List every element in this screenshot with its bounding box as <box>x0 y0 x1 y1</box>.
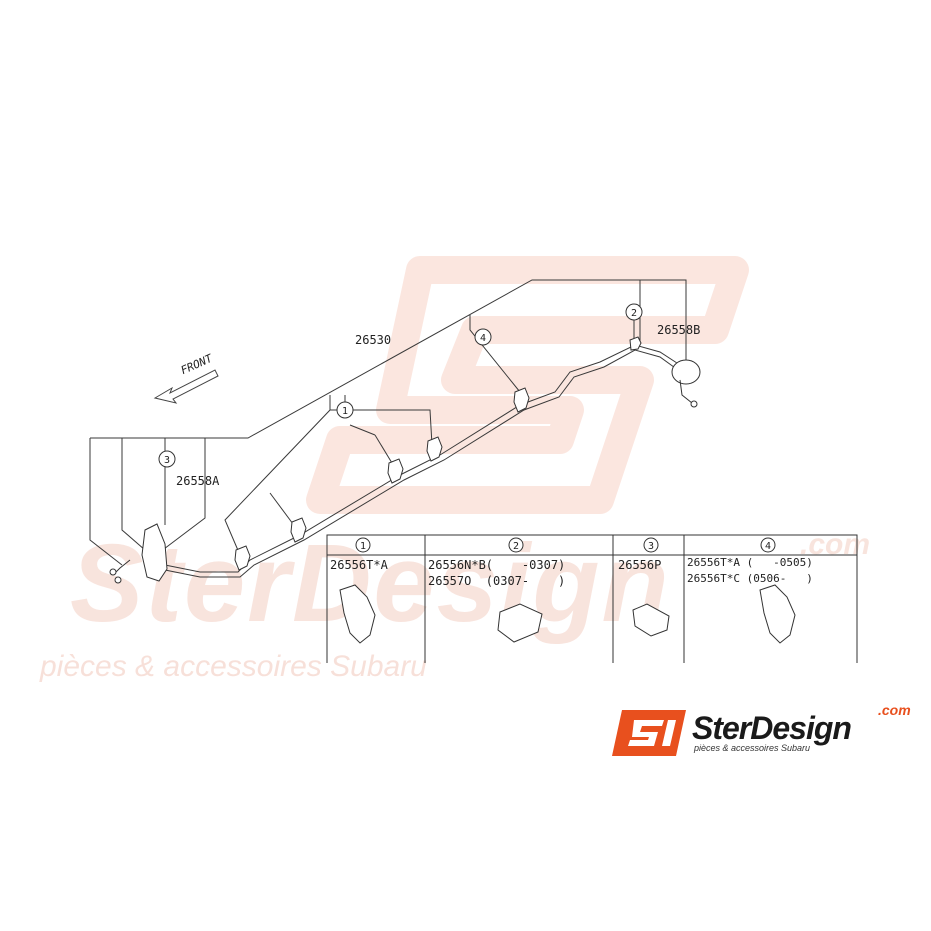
watermark-tagline: pièces & accessoires Subaru <box>40 650 427 683</box>
svg-text:2: 2 <box>513 541 519 552</box>
part-26558A-bracket <box>109 523 168 584</box>
brand-logo-text: SterDesign <box>692 710 852 746</box>
fuel-line-inner <box>164 349 679 578</box>
clip-4 <box>513 387 530 413</box>
callout-circle-1: 1 <box>336 401 354 419</box>
legend-col2-line2: 26557O (0307- ) <box>428 574 566 588</box>
legend-part-3-image <box>632 603 670 637</box>
legend-col4-line1: 26556T*A ( -0505) <box>687 556 813 569</box>
brand-logo-emblem <box>612 710 686 756</box>
callout-circle-3: 3 <box>158 450 176 468</box>
brand-logo-tagline: pièces & accessoires Subaru <box>694 743 811 753</box>
svg-text:4: 4 <box>480 333 486 344</box>
legend-part-1-image <box>339 584 376 644</box>
legend-col1-line1: 26556T*A <box>330 558 388 572</box>
legend-header-2: 2 <box>508 537 524 553</box>
leader-circle1-b <box>330 409 433 446</box>
callout-circle-2: 2 <box>625 303 643 321</box>
label-26558A: 26558A <box>176 474 220 488</box>
leader-left-2 <box>121 438 146 551</box>
legend-col2-line1: 26556N*B( -0307) <box>428 558 566 572</box>
svg-text:3: 3 <box>164 455 170 466</box>
svg-text:1: 1 <box>360 541 366 552</box>
legend-part-2-image <box>497 603 543 643</box>
legend-part-4-image <box>759 584 796 644</box>
leader-circle1-e <box>349 424 376 436</box>
watermark-sj-emblem <box>306 256 749 514</box>
clip-1c <box>387 458 404 484</box>
clip-1d <box>426 436 443 462</box>
label-26530: 26530 <box>355 333 392 347</box>
leader-circle4 <box>469 315 521 393</box>
clip-2 <box>629 336 642 351</box>
label-26558B: 26558B <box>657 323 701 337</box>
svg-text:4: 4 <box>765 541 771 552</box>
leader-26530 <box>90 279 687 439</box>
callout-circle-4: 4 <box>474 328 492 346</box>
leader-left-frame <box>89 438 123 566</box>
legend-header-4: 4 <box>760 537 776 553</box>
part-26558B-bracket <box>671 359 701 408</box>
front-arrow-icon <box>153 369 219 404</box>
legend-header-3: 3 <box>643 537 659 553</box>
svg-text:1: 1 <box>342 406 348 417</box>
legend-col3-line1: 26556P <box>618 558 662 572</box>
legend-header-1: 1 <box>355 537 371 553</box>
svg-text:2: 2 <box>631 308 637 319</box>
brand-logo-domain: .com <box>878 702 911 718</box>
clip-1b <box>290 517 307 543</box>
legend-col4-line2: 26556T*C (0506- ) <box>687 572 813 585</box>
svg-text:3: 3 <box>648 541 654 552</box>
clip-1a <box>234 545 251 571</box>
leader-left-4 <box>159 438 206 553</box>
